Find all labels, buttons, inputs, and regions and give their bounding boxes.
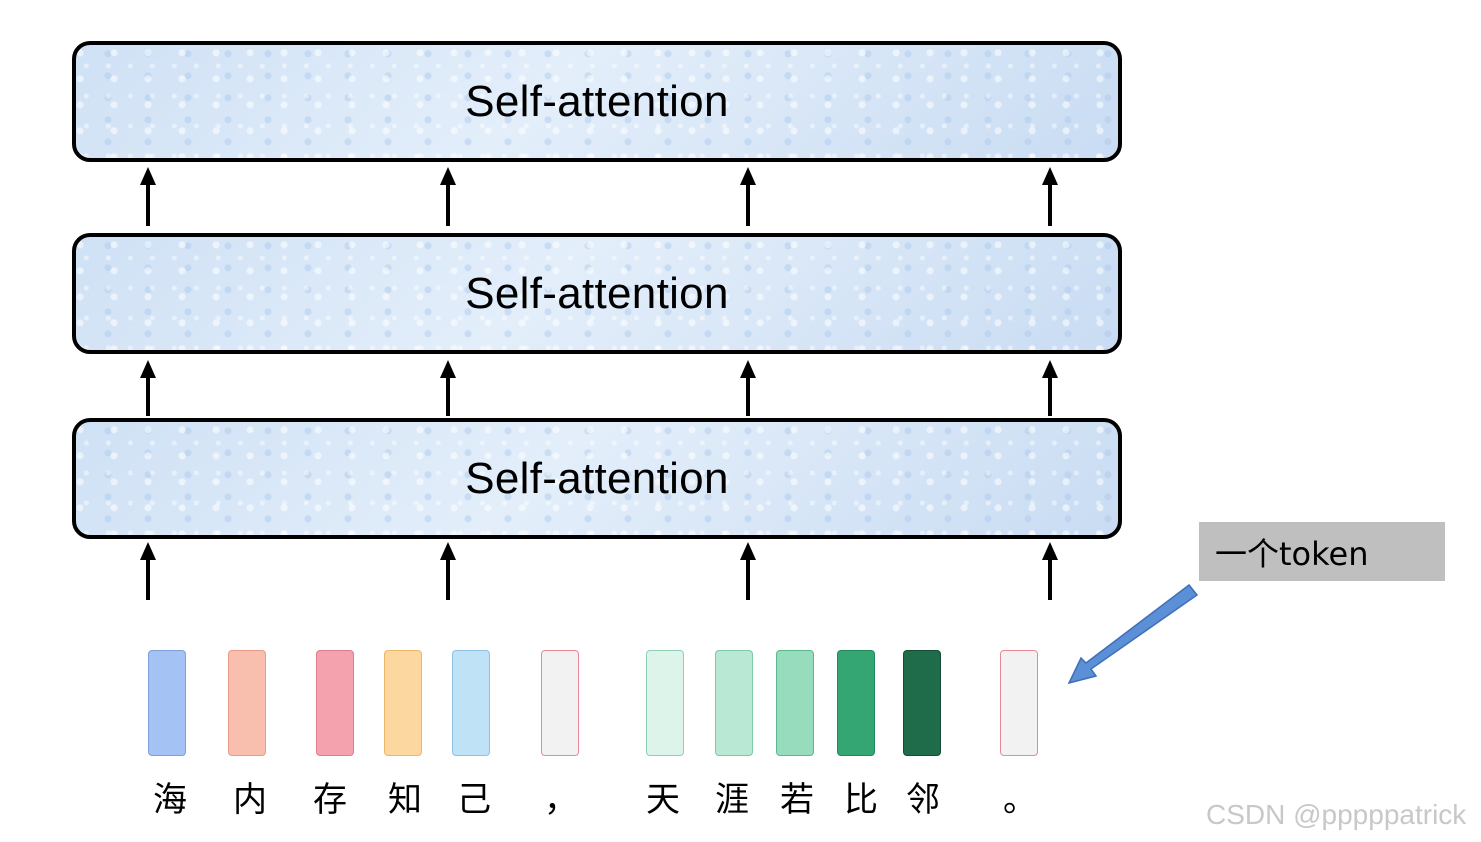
token-vector-bar [452,650,490,756]
up-arrow-head [440,360,456,378]
token-char-label: 。 [1003,780,1037,820]
callout-text: 一个token [1215,534,1369,573]
up-arrow-head [440,167,456,185]
up-arrow-head [440,542,456,560]
token-vector-bar [903,650,941,756]
token-vector-bar [384,650,422,756]
layer-label: Self-attention [465,268,729,318]
token-vector-bar [837,650,875,756]
vertical-arrows [140,167,1058,600]
layer-label: Self-attention [465,76,729,126]
token-char-label: 邻 [906,780,940,820]
token-char-label: 涯 [715,780,749,820]
token-char-label: 海 [153,780,187,820]
up-arrow-head [140,167,156,185]
self-attention-layer-bottom: Self-attention [72,418,1122,539]
token-vector-bar [646,650,684,756]
up-arrow-head [1042,167,1058,185]
token-vector-bar [776,650,814,756]
up-arrow-head [140,360,156,378]
token-char-label: 若 [780,780,814,820]
up-arrow-head [140,542,156,560]
token-char-label: 天 [646,780,680,820]
token-vector-bar [228,650,266,756]
self-attention-layer-middle: Self-attention [72,233,1122,354]
token-char-label: 存 [313,780,347,820]
token-vector-bar [316,650,354,756]
layer-label: Self-attention [465,453,729,503]
token-char-label: 内 [233,780,267,820]
watermark: CSDN @pppppatrick [1206,799,1467,830]
token-pointer-arrow [1067,583,1199,685]
up-arrow-head [740,360,756,378]
token-vector-bar [1000,650,1038,756]
token-vector-bar [715,650,753,756]
token-callout-box: 一个token [1199,522,1445,581]
token-char-label: 己 [457,780,491,820]
up-arrow-head [740,542,756,560]
token-vector-bar [541,650,579,756]
up-arrow-head [1042,360,1058,378]
token-char-label: 比 [844,780,878,820]
self-attention-layer-top: Self-attention [72,41,1122,162]
token-vector-bar [148,650,186,756]
token-char-label: 知 [388,780,422,820]
up-arrow-head [740,167,756,185]
up-arrow-head [1042,542,1058,560]
token-char-label: ， [544,780,578,820]
